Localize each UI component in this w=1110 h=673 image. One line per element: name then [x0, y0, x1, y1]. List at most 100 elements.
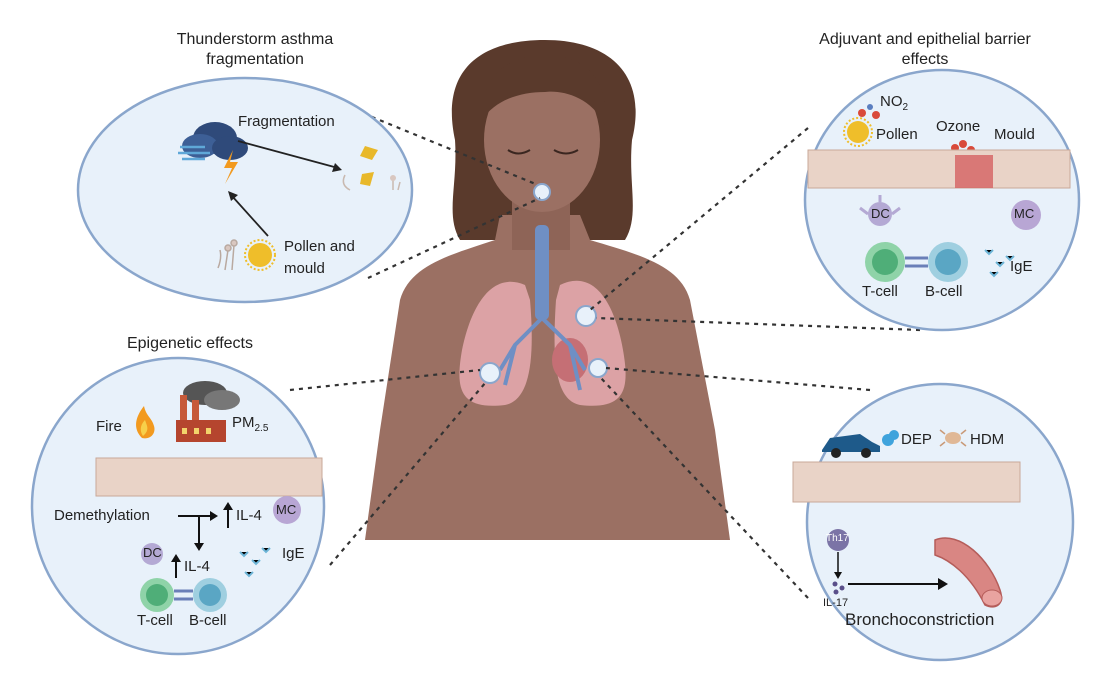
torso — [365, 215, 730, 540]
mouth-marker — [533, 183, 551, 201]
mc-cell-adjuvant-icon — [1011, 200, 1041, 230]
fragmentation-label: Fragmentation — [238, 113, 335, 130]
thunderstorm-title-line2: fragmentation — [206, 51, 304, 68]
human-figure — [365, 40, 730, 540]
mc-label-epigenetic: MC — [276, 502, 297, 517]
tcell-label-epigenetic: T-cell — [137, 612, 173, 629]
thunderstorm-title-line1: Thunderstorm asthma — [176, 31, 334, 48]
arrow-fragmentation — [237, 140, 339, 169]
bronchoconstriction-label: Bronchoconstriction — [845, 610, 995, 629]
arrow-th17-down-head — [834, 572, 842, 579]
fire-icon — [136, 406, 155, 439]
synapse-adjuvant — [905, 256, 928, 268]
lightning-icon — [224, 150, 238, 184]
il4-label-b: IL-4 — [184, 558, 210, 575]
lung-marker-upper-right — [575, 305, 597, 327]
no2-text: NO — [880, 93, 903, 110]
tcell-epigenetic-icon — [140, 578, 174, 612]
ige-antibodies-adjuvant-icon — [984, 249, 1015, 278]
arrow-up-il4-b-head — [171, 554, 181, 562]
dc-label-adjuvant: DC — [871, 206, 890, 221]
bcell-epigenetic-icon — [193, 578, 227, 612]
arrow-down-head — [194, 543, 204, 551]
lung-marker-left — [479, 362, 501, 384]
no2-molecules-icon — [858, 104, 880, 119]
dust-mite-icon — [939, 429, 967, 447]
bronchus-icon — [934, 537, 1003, 608]
trachea — [535, 225, 549, 320]
pollen-grain-icon — [244, 239, 276, 271]
pm-subscript: 2.5 — [254, 423, 269, 434]
adjuvant-title-line2: effects — [901, 51, 949, 68]
epithelium-epigenetic — [95, 457, 323, 497]
lung-marker-lower-right — [588, 358, 608, 378]
il17-dots-icon — [832, 581, 845, 595]
demethylation-label: Demethylation — [54, 507, 150, 524]
connector-thunderstorm-top — [354, 108, 539, 187]
arrow-up-il4-a-head — [223, 502, 233, 510]
arrow-up-to-storm-head — [228, 191, 238, 201]
pm-text: PM — [232, 414, 255, 431]
th17-label: Th17 — [826, 533, 849, 544]
dc-cell-adjuvant-icon — [859, 195, 901, 226]
mould-label: Mould — [994, 126, 1035, 143]
connector-epigenetic-bottom — [329, 381, 487, 566]
bcell-adjuvant-icon — [928, 242, 968, 282]
arrow-up-to-storm — [231, 195, 269, 237]
no2-subscript: 2 — [902, 102, 909, 113]
epigenetic-title: Epigenetic effects — [126, 335, 253, 352]
connector-adjuvant-bottom — [595, 316, 921, 332]
tcell-adjuvant-icon — [865, 242, 905, 282]
mc-cell-epigenetic-icon — [273, 496, 301, 524]
ige-label-adjuvant: IgE — [1010, 258, 1033, 275]
ige-label-epigenetic: IgE — [282, 545, 305, 562]
hdm-label: HDM — [970, 431, 1005, 448]
panel-dep-circle — [805, 382, 1075, 662]
no2-label: NO2 — [880, 93, 908, 113]
bcell-label-epigenetic: B-cell — [189, 612, 227, 629]
pm-label: PM2.5 — [232, 414, 268, 434]
epithelium-adjuvant — [807, 149, 1071, 189]
dc-label-epigenetic: DC — [143, 545, 162, 560]
heart — [552, 338, 588, 382]
tcell-label-adjuvant: T-cell — [862, 283, 898, 300]
mould-spore-icon — [217, 239, 238, 271]
th17-cell-icon — [827, 529, 849, 551]
synapse-epigenetic — [174, 589, 193, 601]
fire-label: Fire — [96, 418, 122, 435]
mc-label-adjuvant: MC — [1014, 206, 1035, 221]
car-icon — [822, 430, 899, 458]
panel-thunderstorm-circle — [76, 76, 414, 304]
ige-antibodies-epigenetic-icon — [239, 547, 271, 578]
lung-left — [459, 281, 532, 406]
ozone-label: Ozone — [936, 118, 981, 135]
bcell-label-adjuvant: B-cell — [925, 283, 963, 300]
connector-adjuvant-top — [589, 127, 809, 311]
connector-lines — [289, 108, 921, 599]
bronchi — [498, 316, 587, 391]
pollen-mould-label-2: mould — [284, 260, 325, 277]
dc-cell-epigenetic-icon — [141, 543, 163, 565]
il17-label: IL-17 — [823, 597, 849, 609]
pollen-label-adjuvant: Pollen — [876, 126, 918, 143]
thunderstorm-title: Thunderstorm asthma fragmentation — [130, 30, 380, 70]
adjuvant-title-line1: Adjuvant and epithelial barrier — [819, 31, 1031, 48]
adjuvant-title: Adjuvant and epithelial barrier effects — [790, 30, 1060, 70]
il4-label-a: IL-4 — [236, 507, 262, 524]
panel-epigenetic-circle — [30, 356, 326, 656]
connector-dep-bottom — [599, 376, 809, 599]
eye-right — [553, 149, 579, 155]
factory-icon — [176, 381, 240, 442]
face — [484, 68, 600, 212]
arrow-fragmentation-head — [332, 163, 342, 172]
pollen-fragments-icon — [342, 146, 401, 191]
storm-cloud-icon — [178, 122, 248, 161]
epithelium-dep — [792, 461, 1021, 503]
pollen-icon-adjuvant — [843, 117, 873, 147]
pollen-mould-label-1: Pollen and — [284, 238, 355, 255]
arrow-demethylation-head — [210, 511, 218, 521]
dep-label: DEP — [901, 431, 932, 448]
hair-bangs — [481, 55, 606, 125]
eye-left — [507, 149, 531, 155]
